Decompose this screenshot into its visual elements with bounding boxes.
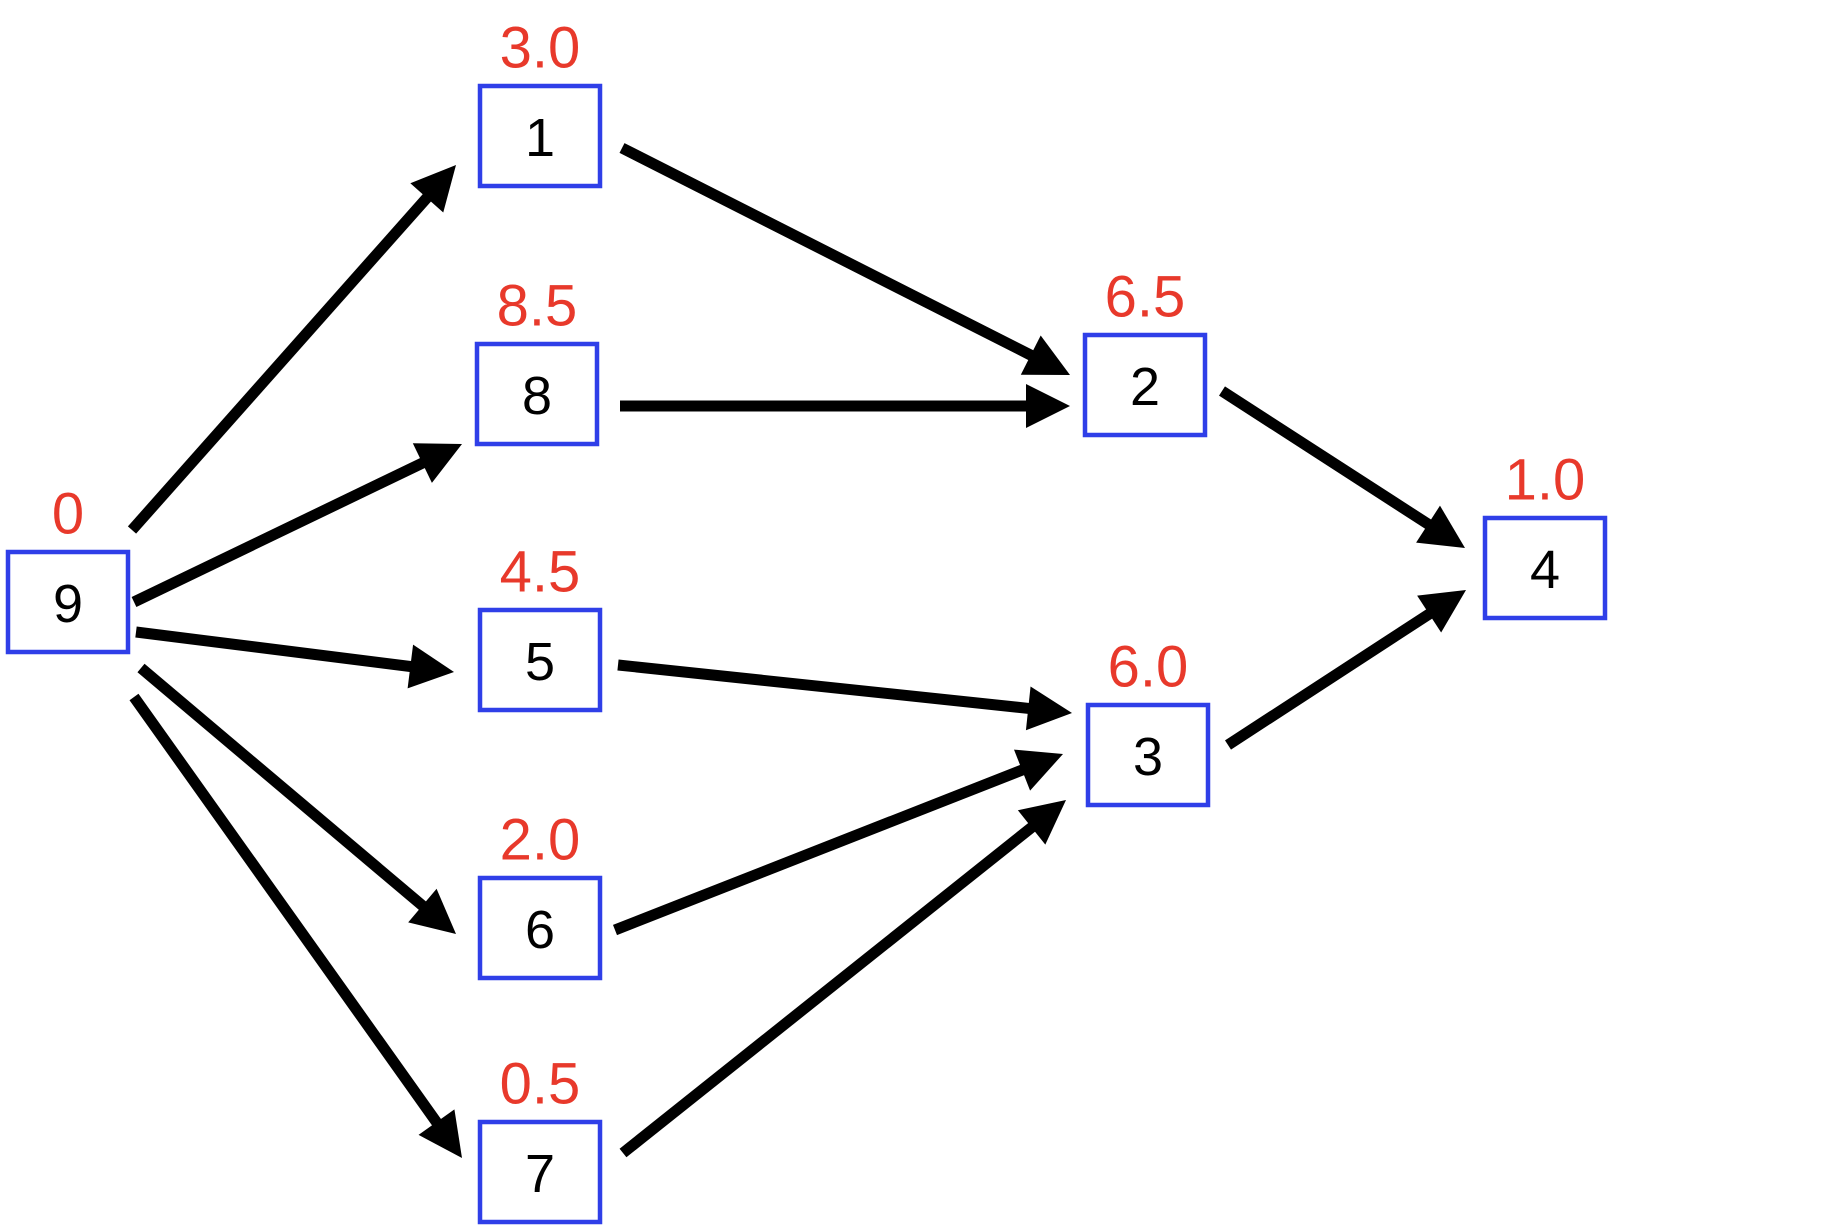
edge-line bbox=[135, 626, 415, 673]
node-box bbox=[477, 875, 603, 981]
node-5: 54.5 bbox=[477, 540, 603, 713]
arrowhead-icon bbox=[407, 644, 454, 689]
node-box bbox=[477, 607, 603, 713]
node-weight: 8.5 bbox=[497, 274, 578, 339]
edge-line bbox=[1219, 386, 1435, 531]
node-label: 8 bbox=[522, 366, 552, 426]
edge-9-to-8 bbox=[131, 443, 462, 607]
node-label: 7 bbox=[525, 1144, 555, 1204]
edge-line bbox=[131, 456, 429, 607]
node-box bbox=[1482, 515, 1608, 621]
node-weight: 0.5 bbox=[500, 1052, 581, 1117]
node-box bbox=[477, 83, 603, 189]
node-box bbox=[474, 341, 600, 447]
arrowhead-icon bbox=[1025, 686, 1072, 731]
node-label: 1 bbox=[525, 108, 555, 168]
node-1: 13.0 bbox=[477, 16, 603, 189]
edge-line bbox=[619, 820, 1039, 1158]
arrowhead-icon bbox=[1017, 800, 1066, 845]
node-4: 41.0 bbox=[1482, 448, 1608, 621]
edge-line bbox=[137, 663, 429, 913]
edge-line bbox=[129, 693, 444, 1129]
edge-line bbox=[612, 763, 1028, 936]
node-box bbox=[1082, 332, 1208, 438]
node-weight: 2.0 bbox=[500, 808, 581, 873]
edge-line bbox=[619, 143, 1037, 362]
arrowhead-icon bbox=[410, 165, 456, 213]
node-weight: 4.5 bbox=[500, 540, 581, 605]
arrowhead-icon bbox=[1417, 590, 1466, 633]
edge-2-to-4 bbox=[1219, 386, 1465, 548]
edge-1-to-2 bbox=[619, 143, 1070, 375]
node-weight: 6.0 bbox=[1108, 635, 1189, 700]
node-3: 36.0 bbox=[1085, 635, 1211, 808]
node-box bbox=[477, 1119, 603, 1225]
edge-9-to-5 bbox=[135, 626, 454, 689]
node-label: 4 bbox=[1530, 540, 1560, 600]
edge-5-to-3 bbox=[617, 659, 1072, 731]
node-8: 88.5 bbox=[474, 274, 600, 447]
edge-6-to-3 bbox=[612, 749, 1063, 936]
node-label: 6 bbox=[525, 900, 555, 960]
node-box bbox=[1085, 702, 1211, 808]
edge-line bbox=[617, 659, 1033, 715]
node-label: 9 bbox=[53, 574, 83, 634]
arrowhead-icon bbox=[1026, 384, 1070, 428]
arrowhead-icon bbox=[1020, 335, 1070, 375]
node-6: 62.0 bbox=[477, 808, 603, 981]
arrowhead-icon bbox=[1014, 749, 1063, 791]
node-7: 70.5 bbox=[477, 1052, 603, 1225]
node-label: 2 bbox=[1130, 357, 1160, 417]
node-weight: 6.5 bbox=[1105, 265, 1186, 330]
node-2: 26.5 bbox=[1082, 265, 1208, 438]
node-weight: 1.0 bbox=[1505, 448, 1586, 513]
node-9: 90 bbox=[5, 482, 131, 655]
edge-8-to-2 bbox=[620, 384, 1070, 428]
node-weight: 3.0 bbox=[500, 16, 581, 81]
edge-layer bbox=[127, 143, 1466, 1158]
node-label: 5 bbox=[525, 632, 555, 692]
arrowhead-icon bbox=[418, 1109, 462, 1158]
edge-3-to-4 bbox=[1224, 590, 1466, 750]
arrowhead-icon bbox=[412, 443, 462, 483]
arrowhead-icon bbox=[408, 888, 456, 934]
edge-line bbox=[127, 191, 434, 534]
edge-line bbox=[1224, 607, 1436, 750]
edge-9-to-1 bbox=[127, 165, 456, 534]
node-weight: 0 bbox=[52, 482, 84, 547]
edge-7-to-3 bbox=[619, 800, 1066, 1158]
arrowhead-icon bbox=[1416, 505, 1465, 548]
node-box bbox=[5, 549, 131, 655]
node-label: 3 bbox=[1133, 727, 1163, 787]
edge-9-to-7 bbox=[129, 693, 462, 1158]
edge-9-to-6 bbox=[137, 663, 456, 934]
